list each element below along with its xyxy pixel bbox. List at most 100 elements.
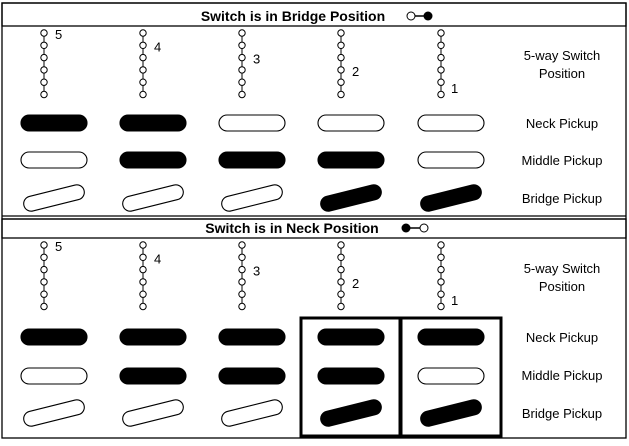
switch-position-number: 3 — [253, 52, 260, 67]
bridge-pickup — [320, 399, 382, 427]
switch-position-4: 4 — [139, 241, 161, 311]
switch-position-number: 1 — [451, 81, 458, 96]
switch-contact — [40, 278, 48, 286]
neck-pickup — [417, 328, 485, 346]
switch-position-number: 4 — [154, 39, 161, 54]
switch-contact — [337, 29, 345, 37]
switch-contact — [40, 290, 48, 298]
panel-1-header — [1, 2, 627, 27]
switch-position-number: 1 — [451, 293, 458, 308]
bridge-pickup — [221, 184, 283, 212]
neck-pickup — [119, 114, 187, 132]
switch-contact — [139, 29, 147, 37]
panel-1-neck-label: Neck Pickup — [526, 116, 598, 131]
switch-contact — [238, 90, 246, 99]
middle-pickup — [317, 151, 385, 169]
switch-position-5: 5 — [40, 239, 62, 311]
switch-contact — [238, 241, 246, 249]
switch-contact — [139, 78, 147, 86]
switch-contact — [139, 302, 147, 311]
switch-contact — [238, 29, 246, 37]
switch-position-number: 2 — [352, 276, 359, 291]
switch-contact — [337, 278, 345, 286]
switch-position-1: 1 — [437, 241, 458, 311]
panel-2-middle-label: Middle Pickup — [522, 368, 603, 383]
switch-contact — [238, 278, 246, 286]
panel-1-title: Switch is in Bridge Position — [201, 8, 385, 24]
panel-1-bridge-label: Bridge Pickup — [522, 191, 602, 206]
bridge-pickup — [420, 184, 482, 212]
switch-position-4: 4 — [139, 29, 161, 99]
switch-position-3: 3 — [238, 241, 260, 311]
switch-contact — [40, 78, 48, 86]
bridge-pickup — [23, 184, 85, 212]
switch-contact — [437, 29, 445, 37]
switch-contact — [139, 241, 147, 249]
switch-contact — [139, 53, 147, 62]
panel-1-switch-label-line2: Position — [539, 66, 585, 81]
bridge-pickup — [122, 184, 184, 212]
middle-pickup — [20, 151, 88, 169]
switch-contact — [40, 90, 48, 99]
switch-contact — [139, 290, 147, 298]
switch-contact — [437, 90, 445, 99]
switch-contact — [40, 29, 48, 37]
neck-pickup — [317, 328, 385, 346]
switch-contact — [437, 290, 445, 298]
switch-contact — [139, 90, 147, 99]
switch-position-number: 4 — [154, 251, 161, 266]
switch-contact — [437, 253, 445, 261]
switch-contact — [40, 265, 48, 274]
switch-position-3: 3 — [238, 29, 260, 99]
switch-contact — [139, 66, 147, 74]
switch-contact — [139, 41, 147, 49]
switch-contact — [139, 278, 147, 286]
switch-contact — [238, 302, 246, 311]
switch-contact — [437, 66, 445, 74]
switch-position-2: 2 — [337, 241, 359, 311]
middle-pickup — [20, 367, 88, 385]
neck-pickup — [317, 114, 385, 132]
toggle-bridge-icon — [406, 11, 433, 21]
switch-contact — [437, 41, 445, 49]
middle-pickup — [119, 151, 187, 169]
switch-position-1: 1 — [437, 29, 458, 99]
neck-pickup — [218, 328, 286, 346]
middle-pickup — [119, 367, 187, 385]
middle-pickup — [417, 367, 485, 385]
bridge-pickup — [320, 184, 382, 212]
switch-contact — [437, 241, 445, 249]
toggle-neck-icon — [401, 223, 429, 233]
panel-2-switch-label-line2: Position — [539, 279, 585, 294]
highlight-box — [399, 316, 503, 438]
switch-contact — [337, 66, 345, 74]
bridge-pickup — [221, 399, 283, 427]
switch-contact — [337, 302, 345, 311]
neck-pickup — [20, 328, 88, 346]
switch-contact — [40, 41, 48, 49]
switch-contact — [238, 265, 246, 274]
panel-1-switch-label-line1: 5-way Switch — [524, 48, 601, 63]
switch-position-number: 3 — [253, 264, 260, 279]
middle-pickup — [218, 367, 286, 385]
switch-contact — [437, 265, 445, 274]
bridge-pickup — [420, 399, 482, 427]
switch-position-number: 5 — [55, 27, 62, 42]
panel-2-bridge-label: Bridge Pickup — [522, 406, 602, 421]
switch-contact — [139, 253, 147, 261]
switch-position-number: 5 — [55, 239, 62, 254]
panel-2-switch-label-line1: 5-way Switch — [524, 261, 601, 276]
switch-contact — [337, 78, 345, 86]
switch-contact — [337, 241, 345, 249]
switch-contact — [238, 253, 246, 261]
middle-pickup — [218, 151, 286, 169]
switch-contact — [337, 290, 345, 298]
switch-position-2: 2 — [337, 29, 359, 99]
switch-contact — [437, 278, 445, 286]
switch-contact — [437, 53, 445, 62]
neck-pickup — [20, 114, 88, 132]
switch-position-number: 2 — [352, 64, 359, 79]
switch-contact — [238, 290, 246, 298]
